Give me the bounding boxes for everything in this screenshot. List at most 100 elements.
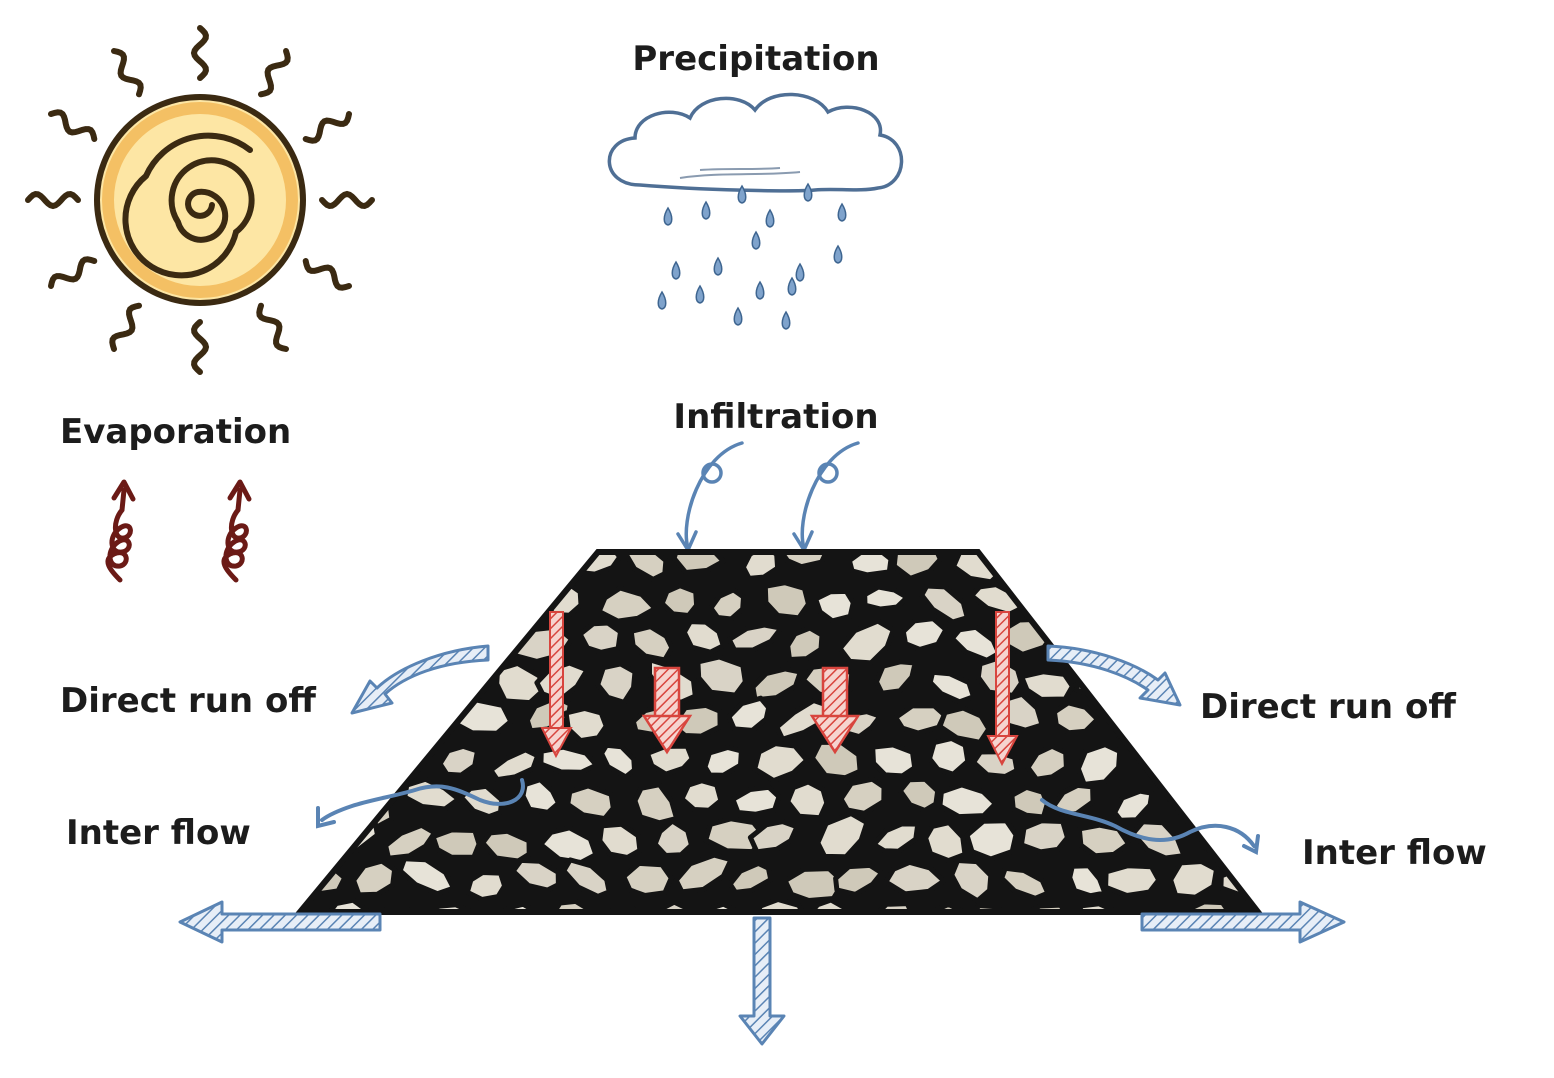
rock xyxy=(785,625,825,662)
rock xyxy=(833,862,885,897)
raindrop-icon xyxy=(713,256,723,276)
sun-rays xyxy=(25,25,375,375)
rock xyxy=(300,817,314,854)
rock xyxy=(1033,574,1072,620)
rock xyxy=(238,778,292,812)
cloud-outline xyxy=(607,92,904,193)
rock xyxy=(726,695,772,733)
rock xyxy=(1282,791,1323,816)
rock xyxy=(1019,902,1074,912)
rock xyxy=(1168,859,1219,900)
percolation-arrow-4 xyxy=(986,611,1019,767)
rock xyxy=(1270,625,1311,664)
rock xyxy=(1067,863,1108,899)
rock xyxy=(437,743,480,778)
evaporation-label: Evaporation xyxy=(60,412,291,452)
rock xyxy=(883,859,947,897)
inter-flow-arrow-left xyxy=(316,778,525,829)
rock xyxy=(730,784,782,817)
rock xyxy=(1107,705,1154,743)
rock xyxy=(565,783,616,822)
raindrop-icon xyxy=(695,284,705,304)
rock xyxy=(927,736,971,777)
precipitation-label: Precipitation xyxy=(632,39,879,79)
rock xyxy=(252,548,290,576)
rock xyxy=(1003,552,1062,579)
rock xyxy=(1267,549,1318,577)
direct-run-off-label-left: Direct run off xyxy=(60,681,316,721)
rain-drops xyxy=(657,182,847,330)
rock xyxy=(1223,623,1258,660)
sun-ray xyxy=(258,48,291,98)
rock xyxy=(762,580,811,621)
rock xyxy=(595,661,638,705)
rock xyxy=(681,619,726,655)
rock xyxy=(480,828,532,864)
rock xyxy=(695,654,748,698)
sun-ray xyxy=(190,25,209,81)
sun-ray xyxy=(256,302,289,352)
deep-percolation-arrow xyxy=(738,916,786,1046)
raindrop-icon xyxy=(657,290,667,310)
rock xyxy=(726,622,784,653)
rock xyxy=(949,624,1002,663)
rock xyxy=(351,622,395,653)
sun-ray xyxy=(111,48,144,98)
sun-ray xyxy=(302,111,352,144)
rock xyxy=(756,897,808,912)
rock xyxy=(1108,552,1156,582)
rock xyxy=(927,669,976,705)
raindrop-icon xyxy=(787,276,797,296)
rock xyxy=(1225,783,1258,814)
raindrop-icon xyxy=(837,202,847,222)
percolation-arrow-1 xyxy=(540,611,573,759)
rock xyxy=(548,898,590,912)
rock xyxy=(785,779,830,821)
rock xyxy=(488,747,541,783)
rock xyxy=(459,552,503,578)
rock xyxy=(702,745,744,778)
rock xyxy=(862,584,910,612)
rock xyxy=(1025,743,1069,782)
rock xyxy=(426,587,473,621)
rock xyxy=(300,780,338,818)
rock xyxy=(329,746,373,782)
rock xyxy=(376,578,426,621)
rock xyxy=(360,552,408,576)
raindrop-icon xyxy=(781,310,791,330)
rock xyxy=(871,821,921,854)
raindrop-icon xyxy=(671,260,681,280)
rock xyxy=(1051,700,1101,736)
rock xyxy=(1191,747,1250,776)
sun-ray xyxy=(48,256,98,289)
rock xyxy=(1075,742,1123,787)
rock xyxy=(1019,669,1075,702)
cloud-detail xyxy=(679,167,801,179)
rock xyxy=(1161,623,1209,658)
rock xyxy=(659,583,700,618)
sun-ray xyxy=(319,190,375,209)
rock xyxy=(937,705,992,745)
sun-spiral xyxy=(122,132,255,279)
rock xyxy=(809,739,863,781)
rock xyxy=(837,618,896,666)
rock xyxy=(873,659,918,696)
rock xyxy=(644,743,695,777)
rock xyxy=(999,865,1051,901)
rock xyxy=(900,616,949,652)
cloud-icon xyxy=(607,92,904,193)
rock xyxy=(897,776,941,813)
rock xyxy=(300,580,316,622)
rock xyxy=(919,583,970,625)
rock xyxy=(1106,628,1158,662)
infiltration-arrow-2 xyxy=(792,441,860,554)
rock xyxy=(415,552,457,579)
evaporation-arrow-2 xyxy=(221,479,252,583)
raindrop-icon xyxy=(755,280,765,300)
rock xyxy=(1169,552,1211,573)
inter-flow-label-right: Inter flow xyxy=(1302,833,1487,873)
rock xyxy=(380,905,425,912)
rock xyxy=(1161,708,1207,743)
rock xyxy=(671,552,726,575)
